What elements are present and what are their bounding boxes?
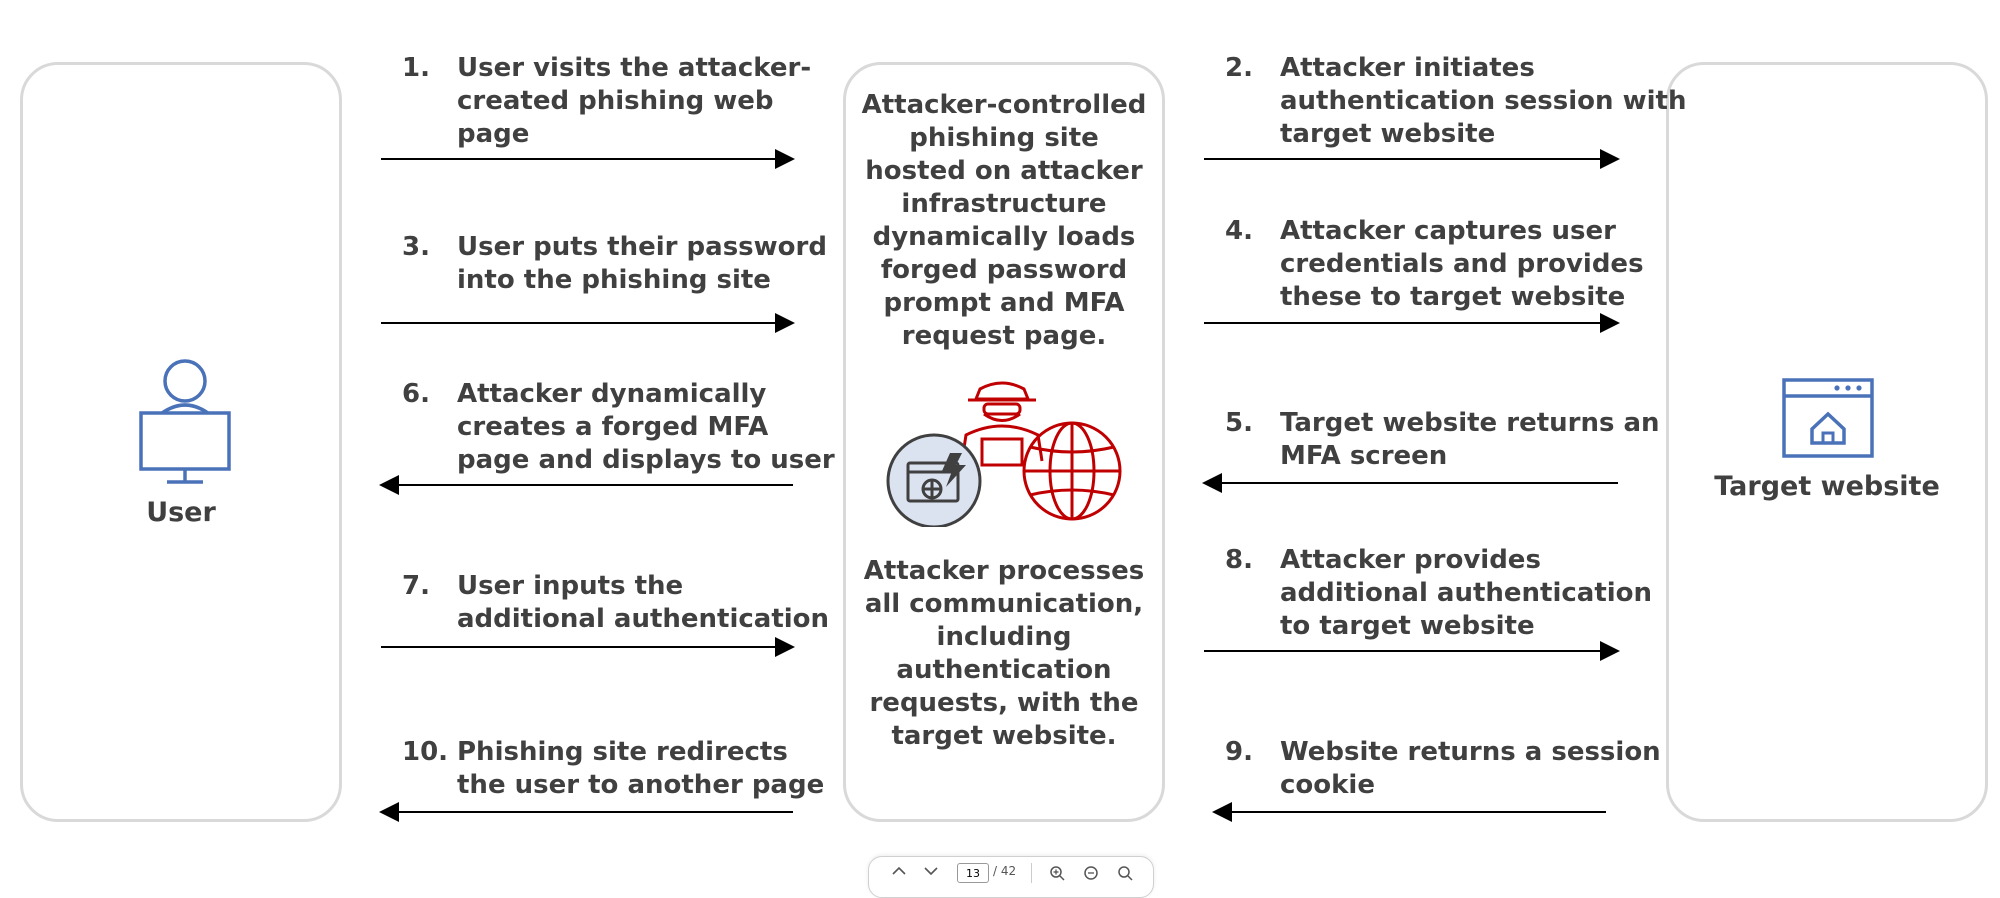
phishing-site-panel: Attacker-controlled phishing site hosted… — [843, 62, 1165, 822]
browser-home-icon — [1782, 378, 1874, 458]
step-number: 7. — [402, 571, 430, 601]
step-number: 2. — [1225, 53, 1253, 83]
arrow-step-1 — [381, 149, 795, 169]
step-number: 3. — [402, 232, 430, 262]
arrow-step-5 — [1202, 473, 1618, 493]
chevron-down-icon[interactable] — [923, 865, 939, 877]
step-number: 10. — [402, 737, 449, 767]
user-label: User — [146, 497, 216, 528]
step-number: 8. — [1225, 545, 1253, 575]
step-number: 1. — [402, 53, 430, 83]
arrow-step-2 — [1204, 149, 1620, 169]
arrow-step-6 — [379, 475, 793, 495]
page-total: / 42 — [993, 864, 1017, 878]
arrow-step-3 — [381, 313, 795, 333]
target-website-panel: Target website — [1666, 62, 1988, 822]
target-website-label: Target website — [1714, 471, 1940, 502]
step-number: 6. — [402, 379, 430, 409]
page-number-input[interactable] — [957, 863, 989, 883]
step-number: 5. — [1225, 408, 1253, 438]
user-panel: User — [20, 62, 342, 822]
arrow-step-7 — [381, 637, 795, 657]
arrow-step-10 — [379, 802, 793, 822]
arrow-step-4 — [1204, 313, 1620, 333]
step-number: 9. — [1225, 737, 1253, 767]
toolbar-divider — [1031, 863, 1032, 883]
phishing-site-description: Attacker-controlled phishing site hosted… — [861, 90, 1147, 351]
pdf-viewer-toolbar: / 42 — [868, 856, 1154, 898]
arrow-step-8 — [1204, 641, 1620, 661]
user-at-computer-icon — [139, 359, 231, 484]
attacker-process-description: Attacker processes all communication, in… — [863, 556, 1145, 751]
arrow-step-9 — [1212, 802, 1606, 822]
attacker-hacker-globe-icon — [886, 381, 1122, 527]
chevron-up-icon[interactable] — [891, 865, 907, 877]
step-number: 4. — [1225, 216, 1253, 246]
